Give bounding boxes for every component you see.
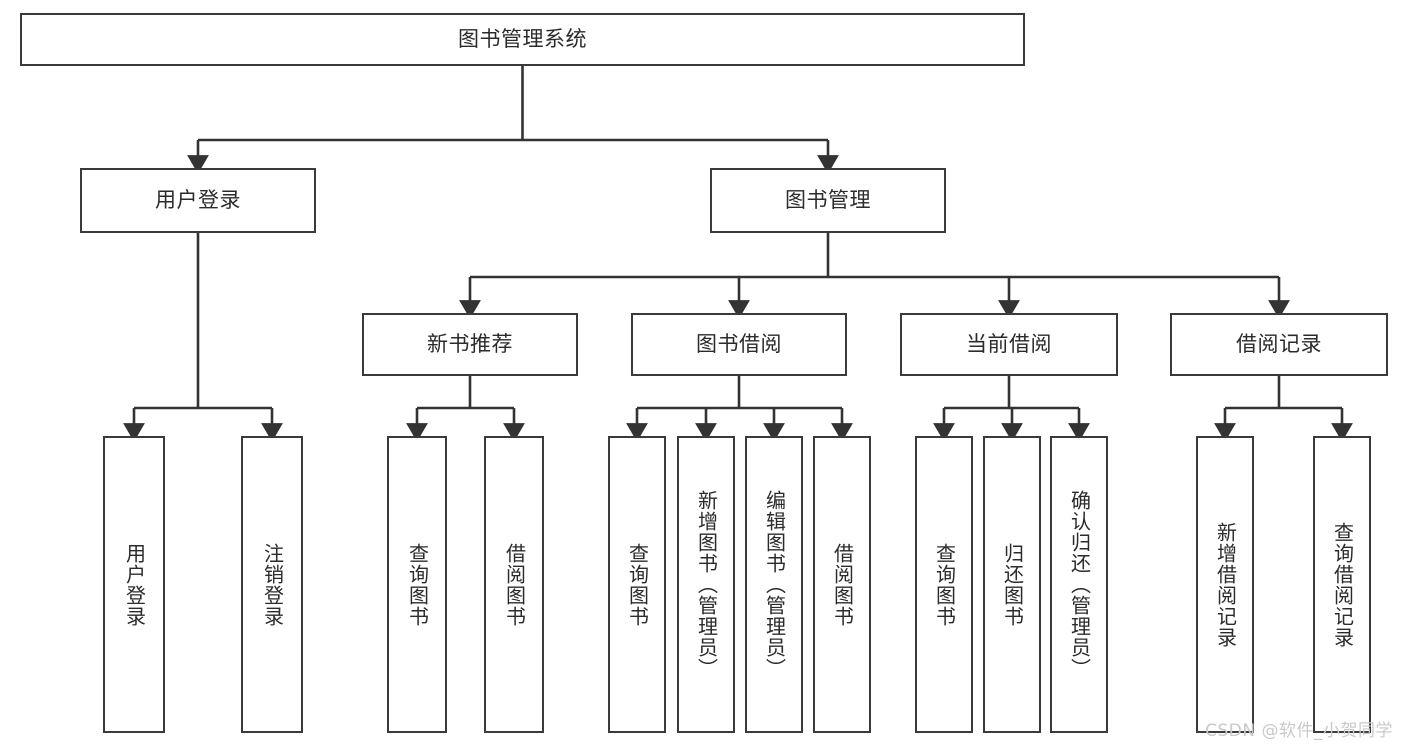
node-label: 用户登录 xyxy=(155,187,241,212)
node-label: 查询借阅记录 xyxy=(1330,521,1355,648)
node-leaf-borrow-book[interactable]: 借阅图书 xyxy=(813,436,871,733)
node-label: 查询图书 xyxy=(625,542,650,627)
node-label: 编辑图书（管理员） xyxy=(762,490,787,679)
node-root[interactable]: 图书管理系统 xyxy=(20,13,1025,66)
node-leaf-user-login[interactable]: 用户登录 xyxy=(103,436,165,733)
node-book-manage[interactable]: 图书管理 xyxy=(710,168,946,233)
node-leaf-query-book-borrow[interactable]: 查询图书 xyxy=(608,436,666,733)
node-label: 查询图书 xyxy=(932,542,957,627)
node-leaf-query-record[interactable]: 查询借阅记录 xyxy=(1313,436,1371,733)
node-label: 图书借阅 xyxy=(696,331,782,356)
node-label: 查询图书 xyxy=(405,542,430,627)
node-label: 借阅记录 xyxy=(1236,331,1322,356)
node-label: 新书推荐 xyxy=(427,331,513,356)
node-label: 借阅图书 xyxy=(502,542,527,627)
node-leaf-confirm-return[interactable]: 确认归还（管理员） xyxy=(1050,436,1108,733)
node-label: 归还图书 xyxy=(1000,542,1025,627)
node-borrow-record[interactable]: 借阅记录 xyxy=(1170,313,1388,376)
node-leaf-query-book-rec[interactable]: 查询图书 xyxy=(387,436,447,733)
node-leaf-edit-book[interactable]: 编辑图书（管理员） xyxy=(745,436,803,733)
node-label: 注销登录 xyxy=(260,542,285,627)
node-label: 当前借阅 xyxy=(966,331,1052,356)
node-label: 用户登录 xyxy=(122,542,147,627)
node-new-book-rec[interactable]: 新书推荐 xyxy=(362,313,578,376)
node-leaf-add-book[interactable]: 新增图书（管理员） xyxy=(677,436,735,733)
node-label: 新增图书（管理员） xyxy=(694,490,719,679)
node-leaf-return-book[interactable]: 归还图书 xyxy=(983,436,1041,733)
node-leaf-borrow-book-rec[interactable]: 借阅图书 xyxy=(484,436,544,733)
node-user-login[interactable]: 用户登录 xyxy=(80,168,316,233)
node-leaf-logout[interactable]: 注销登录 xyxy=(241,436,303,733)
node-label: 图书管理系统 xyxy=(458,26,587,51)
node-leaf-query-book-cur[interactable]: 查询图书 xyxy=(915,436,973,733)
node-current-borrow[interactable]: 当前借阅 xyxy=(900,313,1118,376)
node-label: 借阅图书 xyxy=(830,542,855,627)
node-book-borrow[interactable]: 图书借阅 xyxy=(631,313,847,376)
node-leaf-add-record[interactable]: 新增借阅记录 xyxy=(1196,436,1254,733)
node-label: 图书管理 xyxy=(785,187,871,212)
node-label: 新增借阅记录 xyxy=(1213,521,1238,648)
node-label: 确认归还（管理员） xyxy=(1067,490,1092,679)
